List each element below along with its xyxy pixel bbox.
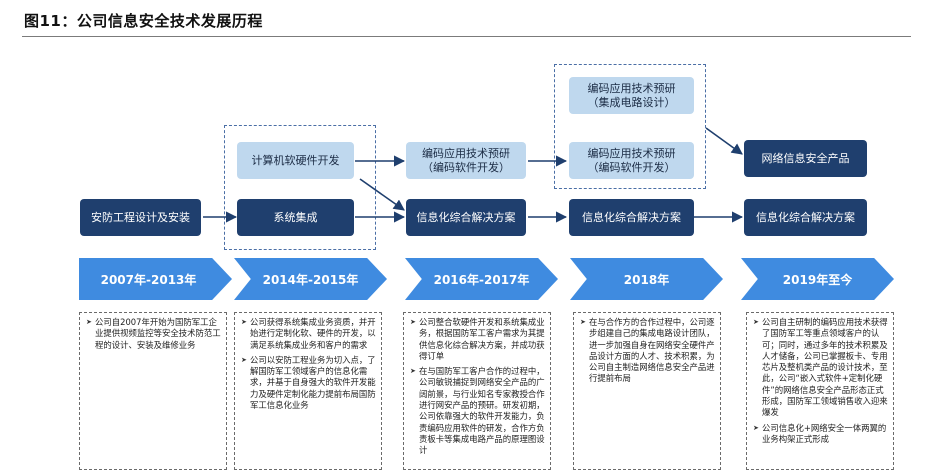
timeline-stage-4: 2018年 (570, 258, 723, 300)
title-divider (22, 36, 911, 37)
timeline-stage-5: 2019年至今 (741, 258, 894, 300)
bullet-icon: ➤ (410, 367, 416, 376)
bullet-icon: ➤ (580, 318, 586, 326)
timeline-stage-2: 2014年-2015年 (234, 258, 387, 300)
description-item: ➤公司自主研制的编码应用技术获得了国防军工等重点领域客户的认可；同时，通过多年的… (753, 317, 888, 418)
description-panel-1: ➤公司自2007年开始为国防军工企业提供视频监控等安全技术防范工程的设计、安装及… (79, 312, 227, 470)
description-item: ➤公司获得系统集成业务资质，并开始进行定制化软、硬件的开发，以满足系统集成业务和… (241, 317, 376, 350)
bullet-icon: ➤ (86, 318, 92, 326)
description-panel-2: ➤公司获得系统集成业务资质，并开始进行定制化软、硬件的开发，以满足系统集成业务和… (234, 312, 382, 470)
box-bianma1: 编码应用技术预研 （编码软件开发） (406, 142, 526, 179)
box-wangluo: 网络信息安全产品 (744, 140, 867, 177)
description-panel-5: ➤公司自主研制的编码应用技术获得了国防军工等重点领域客户的认可；同时，通过多年的… (746, 312, 894, 470)
description-item: ➤公司信息化+网络安全一体两翼的业务构架正式形成 (753, 422, 887, 444)
bullet-icon: ➤ (241, 355, 247, 364)
group-frame-2018 (554, 64, 706, 189)
timeline-stage-3: 2016年-2017年 (405, 258, 558, 300)
figure-title: 图11：公司信息安全技术发展历程 (24, 12, 263, 30)
timeline-stage-1: 2007年-2013年 (79, 258, 232, 300)
bullet-icon: ➤ (410, 318, 416, 326)
box-xinxihua2: 信息化综合解决方案 (569, 199, 694, 236)
description-item: ➤在与国防军工客户合作的过程中，公司敏锐捕捉到网络安全产品的广阔前景，与行业知名… (410, 366, 545, 456)
box-bianma2a: 编码应用技术预研 （集成电路设计） (569, 77, 694, 114)
description-item: ➤公司以安防工程业务为切入点，了解国防军工领域客户的信息化需求，并基于自身强大的… (241, 354, 376, 411)
description-item: ➤在与合作方的合作过程中，公司逐步组建自己的集成电路设计团队，进一步加强自身在网… (580, 317, 715, 384)
description-item: ➤公司整合软硬件开发和系统集成业务，根据国防军工客户需求为其提供信息化综合解决方… (410, 317, 545, 361)
box-xitong: 系统集成 (237, 199, 354, 236)
arrow-bianma2a-to-wangluo (705, 127, 743, 155)
description-panel-3: ➤公司整合软硬件开发和系统集成业务，根据国防军工客户需求为其提供信息化综合解决方… (403, 312, 551, 470)
group-frame-2014 (224, 125, 376, 250)
box-xinxihua1: 信息化综合解决方案 (406, 199, 526, 236)
bullet-icon: ➤ (753, 423, 759, 432)
description-item: ➤公司自2007年开始为国防军工企业提供视频监控等安全技术防范工程的设计、安装及… (86, 317, 221, 350)
box-anfang: 安防工程设计及安装 (80, 199, 201, 236)
bullet-icon: ➤ (241, 318, 247, 326)
box-bianma2b: 编码应用技术预研 （编码软件开发） (569, 142, 694, 179)
box-jisuanji: 计算机软硬件开发 (237, 142, 354, 179)
box-xinxihua3: 信息化综合解决方案 (744, 199, 867, 236)
description-panel-4: ➤在与合作方的合作过程中，公司逐步组建自己的集成电路设计团队，进一步加强自身在网… (573, 312, 721, 470)
bullet-icon: ➤ (753, 318, 759, 326)
arrow-bianma1-to-xinxihua1 (359, 178, 405, 211)
